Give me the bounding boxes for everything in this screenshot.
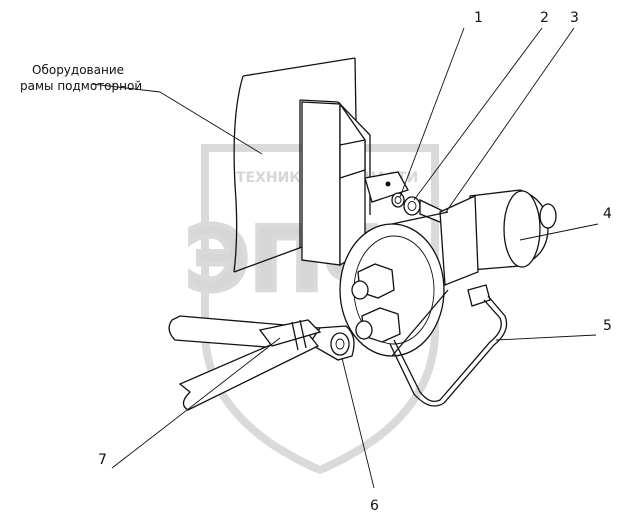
watermark-top-left: ТЕХНИКА [236, 170, 312, 186]
cable [168, 315, 322, 411]
mounting-bracket [301, 101, 409, 267]
fitting-nut-top [351, 263, 395, 300]
callout-3: 3 [570, 10, 579, 26]
callout-2: 2 [540, 10, 549, 26]
wire-loop [389, 295, 508, 407]
cable-lug [309, 325, 355, 361]
washer-1 [391, 192, 405, 208]
callout-4: 4 [603, 206, 612, 222]
washer-2 [403, 196, 421, 216]
caption-line-1: Оборудование [32, 63, 124, 77]
caption-line-2: рамы подмоторной [20, 79, 142, 93]
callout-1: 1 [474, 10, 483, 26]
leader-lines [91, 27, 599, 489]
fitting-nut-bottom [355, 307, 401, 343]
callout-5: 5 [603, 318, 612, 334]
callout-7: 7 [98, 452, 107, 468]
callout-6: 6 [370, 498, 379, 514]
